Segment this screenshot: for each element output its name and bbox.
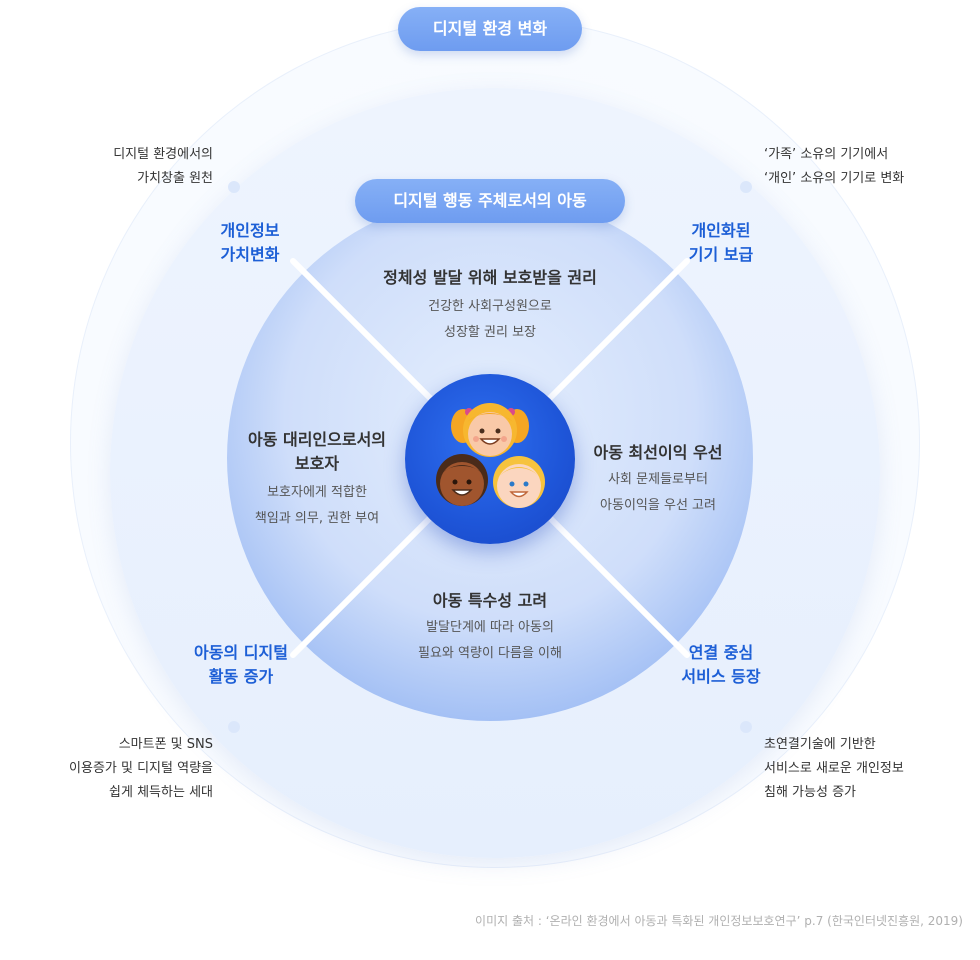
note-line: ‘가족’ 소유의 기기에서 bbox=[764, 147, 889, 162]
body-line: 건강한 사회구성원으로 bbox=[428, 299, 552, 314]
note-line: 초연결기술에 기반한 bbox=[764, 737, 876, 752]
ring-dot-bottom-left bbox=[228, 721, 240, 733]
inner-pill-label: 디지털 행동 주체로서의 아동 bbox=[393, 191, 587, 210]
note-line: 이용증가 및 디지털 역량을 bbox=[69, 761, 213, 776]
title-line: 아동 대리인으로서의 bbox=[247, 430, 387, 449]
quadrant-top: 정체성 발달 위해 보호받을 권리 건강한 사회구성원으로 성장할 권리 보장 bbox=[340, 266, 640, 346]
blond-child-face-icon bbox=[493, 456, 545, 508]
quadrant-left: 아동 대리인으로서의 보호자 보호자에게 적합한 책임과 의무, 권한 부여 bbox=[222, 428, 412, 532]
body-line: 사회 문제들로부터 bbox=[608, 472, 708, 487]
label-child-digital-activity: 아동의 디지털 활동 증가 bbox=[168, 641, 314, 689]
note-top-right: ‘가족’ 소유의 기기에서 ‘개인’ 소유의 기기로 변화 bbox=[764, 143, 964, 191]
blue-label-line: 연결 중심 bbox=[688, 643, 754, 662]
quadrant-top-title: 정체성 발달 위해 보호받을 권리 bbox=[383, 268, 597, 287]
ring-dot-top-right bbox=[740, 181, 752, 193]
label-connected-services: 연결 중심 서비스 등장 bbox=[651, 641, 791, 689]
body-line: 발달단계에 따라 아동의 bbox=[426, 620, 554, 635]
blue-label-line: 개인정보 bbox=[220, 221, 280, 240]
boy-face-icon bbox=[436, 454, 488, 506]
quadrant-bottom-body: 발달단계에 따라 아동의 필요와 역량이 다름을 이해 bbox=[340, 615, 640, 667]
note-line: 가치창출 원천 bbox=[137, 171, 213, 186]
center-disc bbox=[405, 374, 575, 544]
child-digital-actor-pill: 디지털 행동 주체로서의 아동 bbox=[355, 179, 625, 223]
top-pill-label: 디지털 환경 변화 bbox=[432, 19, 548, 38]
note-bottom-left: 스마트폰 및 SNS 이용증가 및 디지털 역량을 쉽게 체득하는 세대 bbox=[20, 733, 213, 805]
ring-dot-bottom-right bbox=[740, 721, 752, 733]
quadrant-top-body: 건강한 사회구성원으로 성장할 권리 보장 bbox=[340, 294, 640, 346]
note-top-left: 디지털 환경에서의 가치창출 원천 bbox=[40, 143, 213, 191]
ring-dot-top-left bbox=[228, 181, 240, 193]
quadrant-right-body: 사회 문제들로부터 아동이익을 우선 고려 bbox=[568, 467, 748, 519]
quadrant-bottom-title: 아동 특수성 고려 bbox=[432, 591, 548, 610]
label-personal-info-value: 개인정보 가치변화 bbox=[180, 219, 320, 267]
quadrant-right: 아동 최선이익 우선 사회 문제들로부터 아동이익을 우선 고려 bbox=[568, 441, 748, 519]
children-faces-icon bbox=[436, 403, 545, 508]
note-bottom-right: 초연결기술에 기반한 서비스로 새로운 개인정보 침해 가능성 증가 bbox=[764, 733, 964, 805]
body-line: 책임과 의무, 권한 부여 bbox=[254, 511, 380, 526]
label-personal-device: 개인화된 기기 보급 bbox=[651, 219, 791, 267]
blue-label-line: 가치변화 bbox=[220, 245, 280, 264]
quadrant-left-title: 아동 대리인으로서의 보호자 bbox=[222, 428, 412, 476]
note-line: 디지털 환경에서의 bbox=[113, 147, 213, 162]
quadrant-right-title: 아동 최선이익 우선 bbox=[593, 443, 723, 462]
blue-label-line: 개인화된 bbox=[691, 221, 751, 240]
note-line: ‘개인’ 소유의 기기로 변화 bbox=[764, 171, 905, 186]
note-line: 침해 가능성 증가 bbox=[764, 785, 856, 800]
note-line: 쉽게 체득하는 세대 bbox=[109, 785, 213, 800]
quadrant-left-body: 보호자에게 적합한 책임과 의무, 권한 부여 bbox=[222, 480, 412, 532]
note-line: 스마트폰 및 SNS bbox=[118, 737, 213, 752]
blue-label-line: 활동 증가 bbox=[208, 667, 274, 686]
body-line: 성장할 권리 보장 bbox=[444, 325, 536, 340]
blue-label-line: 서비스 등장 bbox=[681, 667, 761, 686]
blue-label-line: 기기 보급 bbox=[688, 245, 754, 264]
quadrant-bottom: 아동 특수성 고려 발달단계에 따라 아동의 필요와 역량이 다름을 이해 bbox=[340, 589, 640, 667]
body-line: 보호자에게 적합한 bbox=[267, 485, 367, 500]
digital-environment-change-pill: 디지털 환경 변화 bbox=[398, 7, 582, 51]
girl-face-icon bbox=[451, 403, 529, 457]
image-source-caption: 이미지 출처 : ‘온라인 환경에서 아동과 특화된 개인정보보호연구’ p.7… bbox=[475, 914, 963, 928]
body-line: 아동이익을 우선 고려 bbox=[600, 498, 716, 513]
title-line: 보호자 bbox=[294, 454, 340, 473]
note-line: 서비스로 새로운 개인정보 bbox=[764, 761, 904, 776]
body-line: 필요와 역량이 다름을 이해 bbox=[418, 646, 562, 661]
blue-label-line: 아동의 디지털 bbox=[194, 643, 288, 662]
